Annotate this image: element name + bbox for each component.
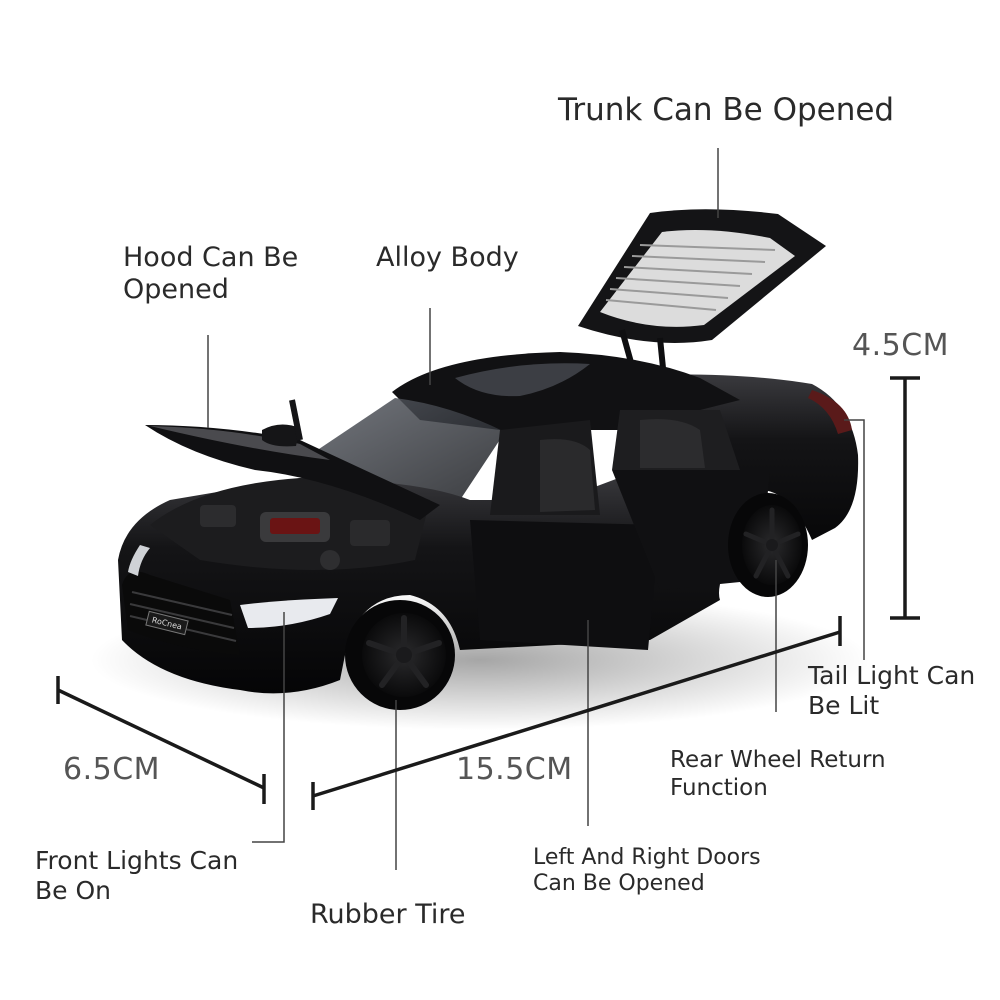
front-headlight <box>240 598 338 628</box>
callout-rubber-tire: Rubber Tire <box>310 899 466 930</box>
side-mirror <box>262 424 300 447</box>
callout-doors: Left And Right Doors Can Be Opened <box>533 845 761 897</box>
engine-detail <box>200 505 390 570</box>
dimension-width: 6.5CM <box>63 752 161 787</box>
callout-front-lights: Front Lights Can Be On <box>35 846 239 905</box>
license-plate <box>145 610 189 636</box>
open-front-door <box>470 520 660 650</box>
width-dimension-line <box>56 676 266 804</box>
callout-trunk: Trunk Can Be Opened <box>558 92 895 128</box>
callout-leaders <box>207 148 865 870</box>
front-wheel <box>345 600 455 710</box>
dimension-length: 15.5CM <box>456 752 573 787</box>
leader-front-lights <box>252 612 285 843</box>
open-hood <box>145 425 440 520</box>
callout-tail-light: Tail Light Can Be Lit <box>808 661 976 720</box>
rear-wheel <box>728 493 808 597</box>
callout-rear-wheel: Rear Wheel Return Function <box>670 747 886 801</box>
dimension-height: 4.5CM <box>852 328 950 363</box>
dimension-lines <box>56 376 920 810</box>
callout-hood: Hood Can Be Opened <box>123 242 299 306</box>
open-trunk-lid <box>578 209 826 379</box>
length-dimension-line <box>311 616 842 810</box>
height-dimension-line <box>890 376 920 620</box>
callout-alloy-body: Alloy Body <box>376 242 519 273</box>
leader-tail-light <box>844 419 865 660</box>
